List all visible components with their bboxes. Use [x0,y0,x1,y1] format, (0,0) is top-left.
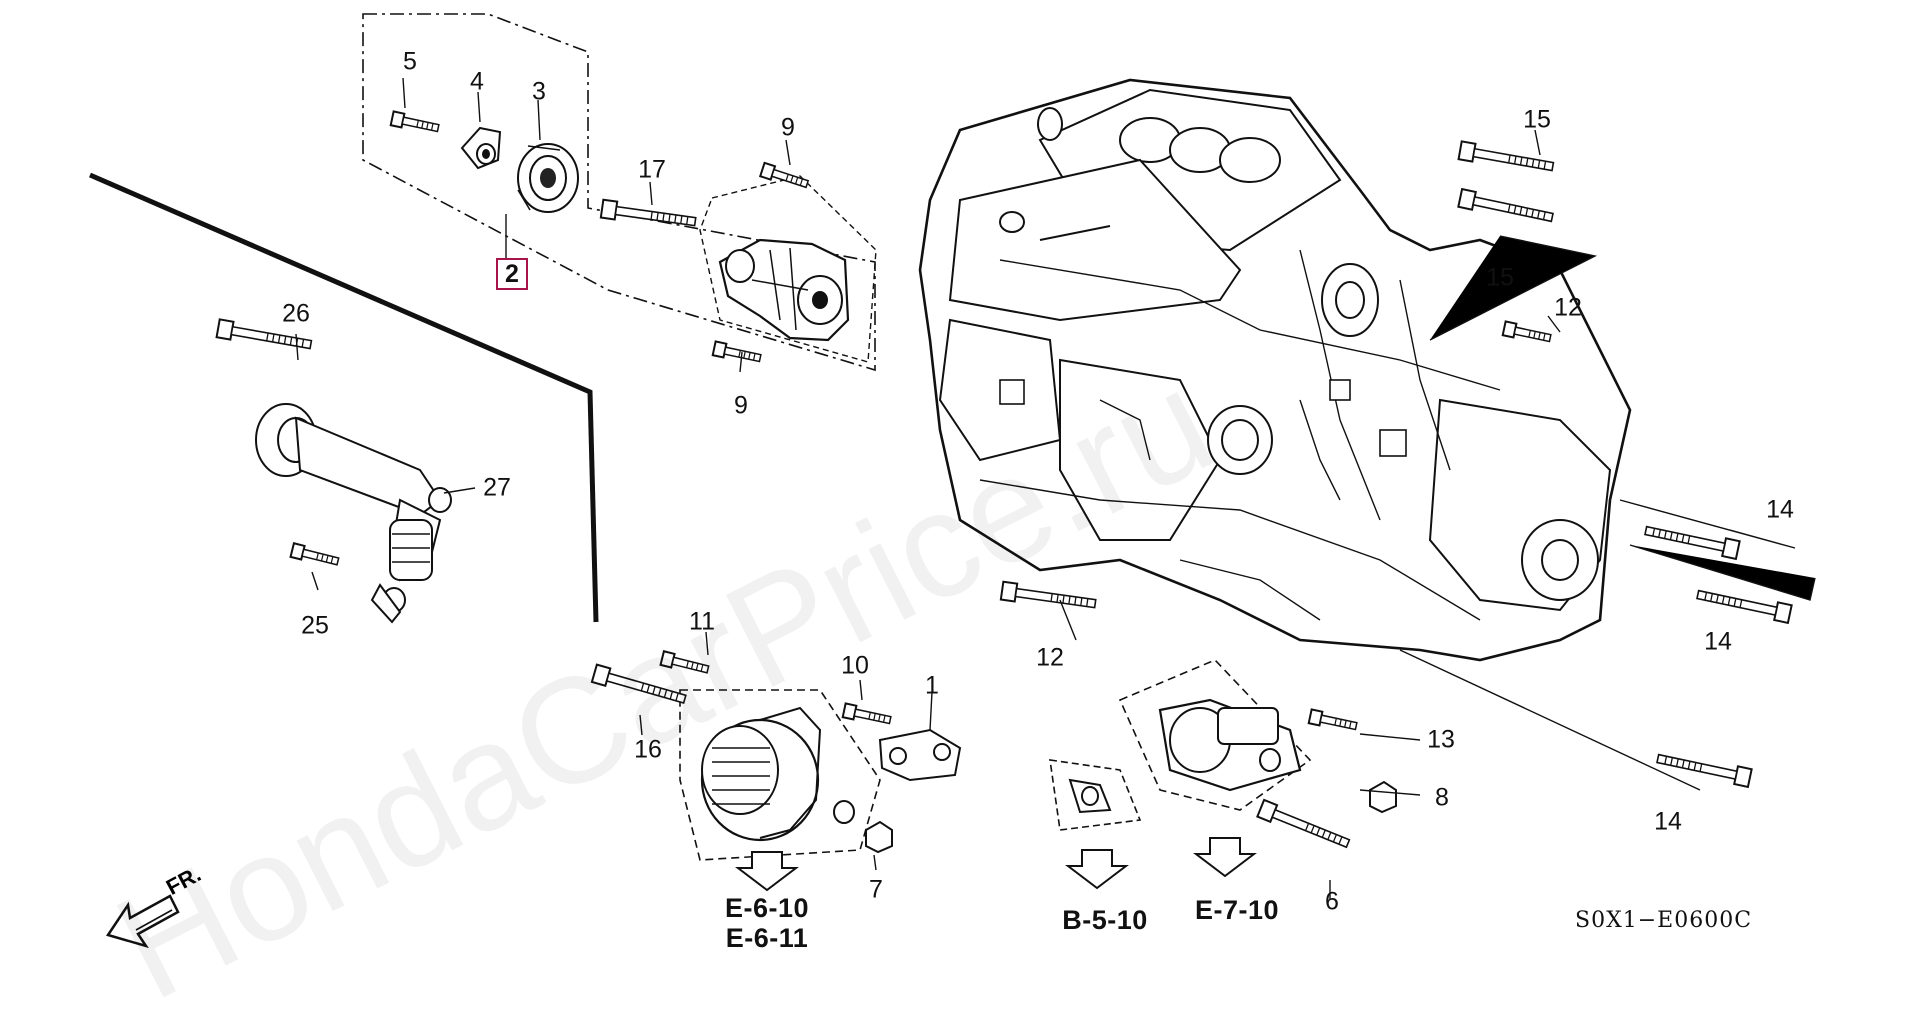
parts-diagram: HondaCarPrice.ru 2 5 4 3 9 17 9 26 27 25… [89,13,1816,1031]
callout-7[interactable]: 7 [869,875,883,904]
ref-link-e-7-10[interactable]: E-7-10 [1194,895,1280,925]
callout-17[interactable]: 17 [638,155,666,184]
idler-pulley-part [517,143,579,213]
callout-9-bottom[interactable]: 9 [734,391,748,420]
callout-8[interactable]: 8 [1435,783,1449,812]
diagram-code: S0X1−E0600C [1575,908,1753,933]
engine-transmission-assembly [918,78,1632,662]
callout-26[interactable]: 26 [282,299,310,328]
callout-5[interactable]: 5 [403,47,417,76]
callout-9-top[interactable]: 9 [781,113,795,142]
callout-10[interactable]: 10 [841,651,869,680]
callout-15-bottom[interactable]: 15 [1486,263,1514,292]
callout-12-bottom[interactable]: 12 [1036,643,1064,672]
callout-15-top[interactable]: 15 [1523,105,1551,134]
callout-14-middle[interactable]: 14 [1704,627,1732,656]
spacer-washer-part [460,126,502,170]
ref-link-b-5-10[interactable]: B-5-10 [1062,905,1148,935]
alternator-bracket-part [878,728,962,782]
ref-link-e-6-11[interactable]: E-6-11 [725,923,809,953]
callout-14-bottom[interactable]: 14 [1654,807,1682,836]
ref-link-e-6-10[interactable]: E-6-10 [724,893,810,923]
callout-4[interactable]: 4 [470,67,484,96]
callout-3[interactable]: 3 [532,77,546,106]
auto-tensioner-part [718,238,850,342]
callout-1[interactable]: 1 [925,671,939,700]
alternator-part [700,706,855,842]
starter-motor-part [1158,698,1302,792]
callout-16[interactable]: 16 [634,735,662,764]
diagram-artwork [89,13,1816,949]
callout-11[interactable]: 11 [689,607,715,636]
callout-6[interactable]: 6 [1325,887,1339,916]
callout-27[interactable]: 27 [483,473,511,502]
callout-2-boxed[interactable]: 2 [496,258,528,290]
belt-tensioner-arm-part [255,403,452,624]
ref-arrow-icon [1065,849,1129,890]
fr-arrow-icon [106,894,180,949]
callout-12-top[interactable]: 12 [1554,293,1582,322]
callout-13[interactable]: 13 [1427,725,1455,754]
ref-arrow-icon [735,851,799,892]
callout-25[interactable]: 25 [301,611,329,640]
ref-arrow-icon [1193,837,1257,878]
callout-14-top[interactable]: 14 [1766,495,1794,524]
